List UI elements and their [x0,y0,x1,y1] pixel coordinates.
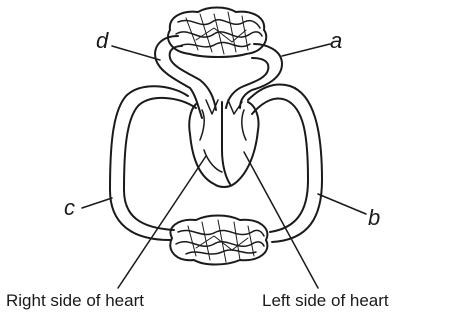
lung-capillary-bed [168,8,266,58]
label-d: d [96,30,108,52]
leader-b [318,194,366,214]
leader-left-side [244,152,318,288]
leader-right-side [118,156,206,288]
label-a: a [330,30,342,52]
vena-cava [110,86,196,240]
aorta [248,85,322,242]
label-c: c [64,197,75,219]
leader-d [112,46,160,60]
leader-c [82,198,112,208]
label-left-side-of-heart: Left side of heart [262,292,389,309]
body-capillary-bed [170,216,267,265]
label-b: b [368,207,380,229]
pulmonary-artery [155,36,216,118]
label-right-side-of-heart: Right side of heart [6,292,144,309]
leader-a [282,44,330,56]
